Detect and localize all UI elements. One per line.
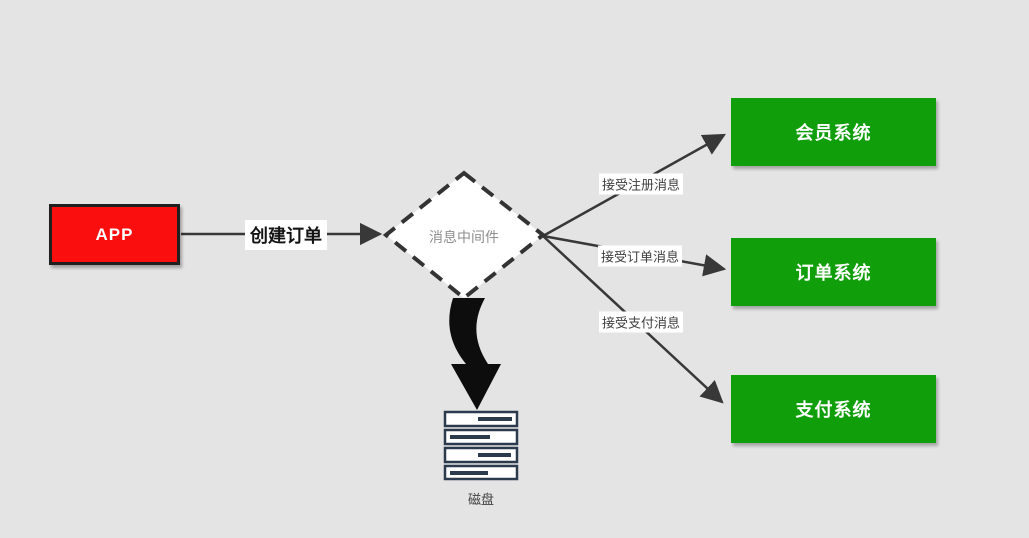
app-node[interactable]: APP bbox=[49, 204, 180, 265]
disk-stack-icon[interactable] bbox=[443, 410, 519, 481]
app-node-label: APP bbox=[95, 224, 134, 244]
persist-to-disk-arrow bbox=[449, 298, 501, 410]
disk-platter-bar bbox=[450, 435, 490, 439]
member-system-node[interactable]: 会员系统 bbox=[731, 98, 936, 166]
edge-label-create-order: 创建订单 bbox=[245, 220, 327, 250]
edge-label-order-message: 接受订单消息 bbox=[597, 245, 683, 267]
edge-label-register-message: 接受注册消息 bbox=[598, 173, 684, 195]
payment-system-node[interactable]: 支付系统 bbox=[731, 375, 936, 443]
order-system-label: 订单系统 bbox=[795, 263, 872, 283]
middleware-node-label: 消息中间件 bbox=[429, 229, 499, 245]
disk-platter-bar bbox=[478, 453, 511, 457]
disk-platter-bar bbox=[478, 417, 512, 421]
edge-label-payment-message: 接受支付消息 bbox=[598, 311, 684, 333]
payment-system-label: 支付系统 bbox=[795, 400, 872, 420]
member-system-label: 会员系统 bbox=[795, 123, 872, 143]
middleware-diamond-node[interactable] bbox=[382, 170, 547, 301]
disk-node-label: 磁盘 bbox=[467, 492, 494, 507]
disk-platter-bar bbox=[450, 471, 488, 475]
order-system-node[interactable]: 订单系统 bbox=[731, 238, 936, 306]
